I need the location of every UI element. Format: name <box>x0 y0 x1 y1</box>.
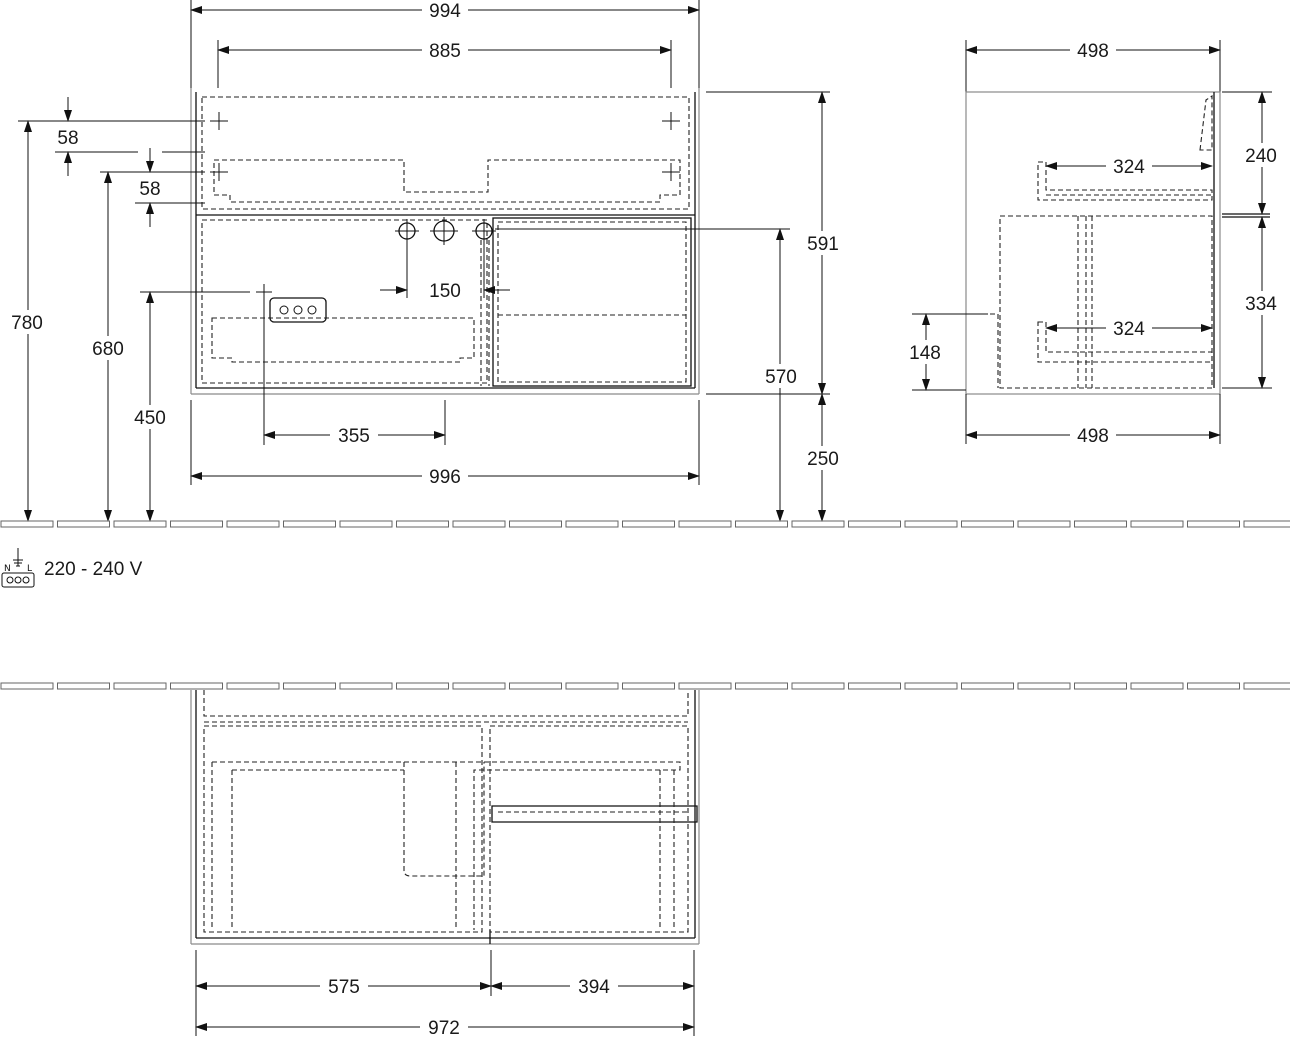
floor-segment <box>735 682 788 690</box>
dim-socket-offset: 355 <box>338 426 370 447</box>
floor-segment <box>339 682 393 690</box>
floor-segment <box>565 520 619 528</box>
floor-segment <box>170 682 223 690</box>
floor-segment <box>1130 520 1184 528</box>
dim-height-mount: 680 <box>92 339 124 360</box>
dim-upper-height: 240 <box>1245 146 1277 167</box>
floor-line-plan <box>0 682 1290 690</box>
dim-left-section: 575 <box>328 977 360 998</box>
floor-segment <box>961 682 1014 690</box>
dim-lower-height: 334 <box>1245 294 1277 315</box>
floor-line <box>0 520 1290 528</box>
dim-mount-spacing: 885 <box>429 41 461 62</box>
floor-segment <box>622 520 675 528</box>
floor-segment <box>1017 520 1071 528</box>
dim-body-height: 591 <box>807 234 839 255</box>
floor-segment <box>904 682 958 690</box>
electrical-spec: N L 220 - 240 V <box>1 548 143 588</box>
dim-offset-top-a: 58 <box>57 128 78 149</box>
dim-width-bottom: 996 <box>429 467 461 488</box>
dim-floor-gap: 250 <box>807 449 839 470</box>
dim-base-offset: 148 <box>909 343 941 364</box>
floor-segment <box>113 682 167 690</box>
front-cabinet <box>190 88 700 395</box>
pipe-connections <box>395 217 496 245</box>
floor-segment <box>1243 520 1290 528</box>
floor-segment <box>1243 682 1290 690</box>
floor-segment <box>283 520 336 528</box>
floor-segment <box>452 682 506 690</box>
icon-letter-l: L <box>27 564 32 574</box>
floor-segment <box>396 520 449 528</box>
dim-depth-top: 498 <box>1077 41 1109 62</box>
floor-segment <box>791 682 845 690</box>
floor-segment <box>1187 682 1240 690</box>
socket-box <box>269 297 327 323</box>
mount-marks <box>210 112 680 300</box>
floor-segment <box>57 520 110 528</box>
front-view: 994 885 58 58 780 680 450 <box>4 0 846 522</box>
floor-segment <box>904 520 958 528</box>
floor-segment <box>678 520 732 528</box>
dim-right-section: 394 <box>578 977 610 998</box>
floor-segment <box>396 682 449 690</box>
floor-segment <box>848 520 901 528</box>
floor-segment <box>339 520 393 528</box>
floor-segment <box>113 520 167 528</box>
dim-upper-drawer-depth: 324 <box>1113 157 1145 178</box>
floor-segment <box>1187 520 1240 528</box>
floor-segment <box>57 682 110 690</box>
floor-segment <box>509 520 562 528</box>
dim-width-top: 994 <box>429 1 461 22</box>
floor-segment <box>0 520 54 528</box>
floor-segment <box>791 520 845 528</box>
plan-view: 575 394 972 <box>190 690 700 1038</box>
side-view: 498 240 324 334 324 148 498 <box>903 39 1286 447</box>
icon-letter-n: N <box>4 564 11 574</box>
voltage-label: 220 - 240 V <box>44 559 143 580</box>
floor-segment <box>848 682 901 690</box>
floor-segment <box>735 520 788 528</box>
floor-segment <box>1074 520 1127 528</box>
floor-segment <box>0 682 54 690</box>
dim-height-total: 780 <box>11 313 43 334</box>
floor-segment <box>961 520 1014 528</box>
dim-total-width: 972 <box>428 1018 460 1038</box>
dim-pipe-spacing: 150 <box>429 281 461 302</box>
floor-segment <box>509 682 562 690</box>
power-socket-icon: N L <box>1 548 35 588</box>
floor-segment <box>1130 682 1184 690</box>
dim-depth-bottom: 498 <box>1077 426 1109 447</box>
dim-offset-top-b: 58 <box>139 179 160 200</box>
dim-lower-drawer-depth: 324 <box>1113 319 1145 340</box>
floor-segment <box>622 682 675 690</box>
dim-drawer-height: 570 <box>765 367 797 388</box>
floor-segment <box>565 682 619 690</box>
floor-segment <box>283 682 336 690</box>
floor-segment <box>678 682 732 690</box>
floor-segment <box>1017 682 1071 690</box>
floor-segment <box>170 520 223 528</box>
floor-segment <box>226 520 280 528</box>
floor-segment <box>226 682 280 690</box>
floor-segment <box>452 520 506 528</box>
dim-height-socket: 450 <box>134 408 166 429</box>
floor-segment <box>1074 682 1127 690</box>
